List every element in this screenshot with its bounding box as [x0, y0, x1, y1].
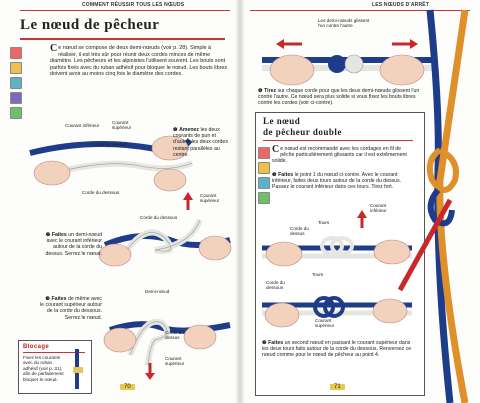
- box-step2-text: un second nœud en passant le courant sup…: [262, 340, 412, 359]
- step2-text: un demi-nœud avec le courant inférieur a…: [45, 232, 102, 257]
- sidebar-title: Blocage: [23, 344, 50, 350]
- page-title: Le nœud de pêcheur: [20, 17, 160, 33]
- step1-bold: Amenez: [179, 127, 200, 133]
- illustration-box-step1: [262, 210, 412, 267]
- illustration-step2: [98, 192, 232, 267]
- label-box-corde-dessus: Corde du dessus: [290, 226, 309, 236]
- illustration-box-step2: [262, 296, 412, 328]
- climbing-icon: [10, 47, 22, 59]
- step2-caption: ❷ Faites un demi-nœud avec le courant in…: [40, 232, 102, 257]
- title-rule: [20, 38, 225, 40]
- sailing-icon: [10, 77, 22, 89]
- fishing-icon: [10, 62, 22, 74]
- left-page-number: 70: [120, 384, 135, 390]
- intro-text: e nœud se compose de deux demi-nœuds (vo…: [50, 45, 228, 78]
- taped-rope-illustration: [73, 349, 83, 389]
- step3-bold: Faites: [51, 296, 67, 302]
- label-corde-dessus-2: Corde du dessus: [165, 330, 184, 340]
- box-sailing-icon: [258, 177, 270, 189]
- right-running-head: Les nœuds d'arrêt: [372, 2, 430, 8]
- box-step1-text: le point 1 du nœud ci-contre. Avec le co…: [272, 172, 402, 191]
- label-box-tours-2: Tours: [312, 272, 324, 277]
- label-corde-dessus: Corde du dessus: [92, 142, 127, 147]
- box-camping-icon: [258, 192, 270, 204]
- label-courant-superieur-2: Courant supérieur: [200, 193, 220, 203]
- intro-dropcap: C: [50, 43, 58, 54]
- label-box-tours: Tours: [318, 220, 330, 225]
- step3-text: de même avec le courant supérieur autour…: [40, 296, 102, 321]
- label-courant-superieur-3: Courant supérieur: [165, 356, 185, 366]
- sidebar-text: Fixez les courants avec du ruban adhésif…: [23, 355, 64, 382]
- illustration-step4: [262, 39, 432, 86]
- box-step2-caption: ❷ Faites un second nœud en passant le co…: [262, 340, 412, 359]
- camping-icon: [10, 107, 22, 119]
- right-page-number: 71: [330, 384, 345, 390]
- box-step2-number: ❷: [262, 340, 267, 346]
- box-step1-caption: ❶ Faites le point 1 du nœud ci-contre. A…: [272, 172, 412, 191]
- box-step2-bold: Faites: [268, 340, 284, 346]
- label-demi-noeud: Demi-nœud: [145, 289, 170, 294]
- step2-number: ❷: [45, 232, 51, 238]
- usage-icons: [10, 47, 22, 122]
- blocage-sidebar: Blocage Fixez les courants avec du ruban…: [18, 340, 92, 394]
- home-icon: [10, 92, 22, 104]
- label-courant-superieur: Courant supérieur: [112, 120, 132, 130]
- step3-number: ❸: [45, 296, 51, 302]
- step1-number: ❶: [173, 127, 178, 133]
- box-dropcap: C: [272, 144, 280, 155]
- label-corde-dessous-2: Corde du dessous: [140, 215, 178, 220]
- illustration-step1: [29, 135, 194, 192]
- step2-bold: Faites: [51, 232, 67, 238]
- step4-caption: ❹ Tirez sur chaque corde pour que les de…: [258, 88, 426, 107]
- box-title-rule: [263, 140, 413, 141]
- double-fisherman-vertical-ropes: [397, 9, 469, 403]
- label-courant-inferieur: Courant inférieur: [65, 123, 100, 128]
- step4-bold: Tirez: [264, 88, 277, 94]
- right-head-rule: [250, 10, 470, 11]
- book-gutter: [236, 0, 244, 403]
- left-head-rule: [20, 10, 230, 11]
- box-step1-bold: Faites: [278, 172, 294, 178]
- box-title-line2: de pêcheur double: [263, 127, 342, 137]
- step3-caption: ❸ Faites de même avec le courant supérie…: [40, 296, 102, 321]
- box-usage-icons: [258, 147, 270, 207]
- step4-number: ❹: [258, 88, 263, 94]
- illustration-step3: [103, 318, 231, 380]
- box-fishing-icon: [258, 162, 270, 174]
- sidebar-rule: [23, 352, 85, 353]
- label-box-courant-inferieur: Courant inférieur: [370, 203, 387, 213]
- label-corde-dessous: Corde du dessous: [82, 190, 120, 195]
- step4-text: sur chaque corde pour que les deux demi-…: [258, 88, 420, 107]
- step1-text: les deux courants de pun et d'autre, les…: [173, 127, 228, 158]
- left-running-head: Comment réussir tous les nœuds: [82, 2, 185, 8]
- box-title-line1: Le nœud: [263, 116, 301, 126]
- box-climbing-icon: [258, 147, 270, 159]
- label-box-courant-superieur: Courant supérieur: [315, 318, 335, 328]
- box-step1-number: ❶: [272, 172, 277, 178]
- box-intro-text: e nœud est recommandé avec les cordages …: [272, 146, 407, 165]
- label-demi-noeuds-glissent: Les demi-nœuds glissent l'un contre l'au…: [318, 18, 370, 28]
- step1-caption: ❶ Amenez les deux courants de pun et d'a…: [173, 127, 231, 158]
- label-box-corde-dessous: Corde du dessous: [266, 280, 285, 290]
